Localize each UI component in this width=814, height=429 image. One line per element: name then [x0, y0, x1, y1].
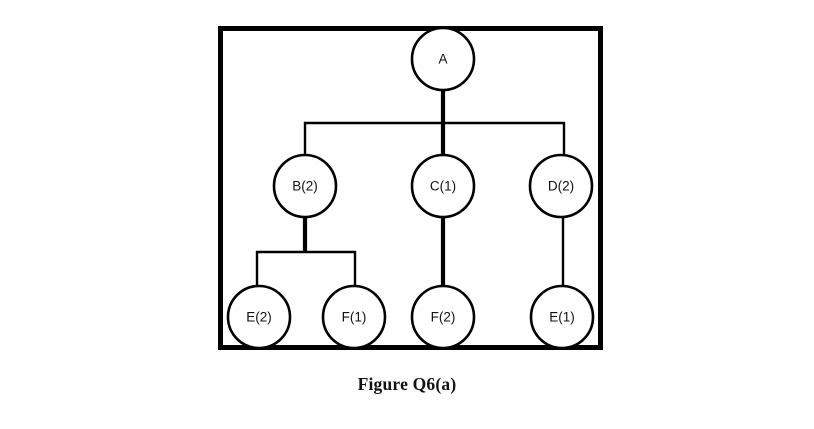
node-f1-circle	[321, 284, 387, 350]
node-d2[interactable]: D(2)	[528, 153, 594, 219]
node-a-circle	[410, 26, 476, 92]
node-f2-circle	[410, 284, 476, 350]
node-c1[interactable]: C(1)	[410, 153, 476, 219]
tree-diagram: A B(2) C(1) D(2) E(2) F(1) F(2)	[218, 26, 603, 350]
node-e2[interactable]: E(2)	[226, 284, 292, 350]
node-e1-label: E(1)	[549, 310, 575, 325]
node-d2-circle	[528, 153, 594, 219]
node-b2-circle	[272, 153, 338, 219]
node-f1[interactable]: F(1)	[321, 284, 387, 350]
node-f2[interactable]: F(2)	[410, 284, 476, 350]
node-a-label: A	[438, 52, 447, 67]
node-f1-label: F(1)	[342, 310, 367, 325]
node-a[interactable]: A	[410, 26, 476, 92]
node-e1-circle	[529, 284, 595, 350]
node-e2-label: E(2)	[246, 310, 272, 325]
node-c1-label: C(1)	[430, 179, 456, 194]
node-b2[interactable]: B(2)	[272, 153, 338, 219]
node-c1-circle	[410, 153, 476, 219]
node-e1[interactable]: E(1)	[529, 284, 595, 350]
node-d2-label: D(2)	[548, 179, 574, 194]
node-f2-label: F(2)	[431, 310, 456, 325]
node-b2-label: B(2)	[292, 179, 318, 194]
diagram-frame	[218, 26, 603, 350]
figure-caption: Figure Q6(a)	[357, 374, 457, 394]
node-e2-circle	[226, 284, 292, 350]
